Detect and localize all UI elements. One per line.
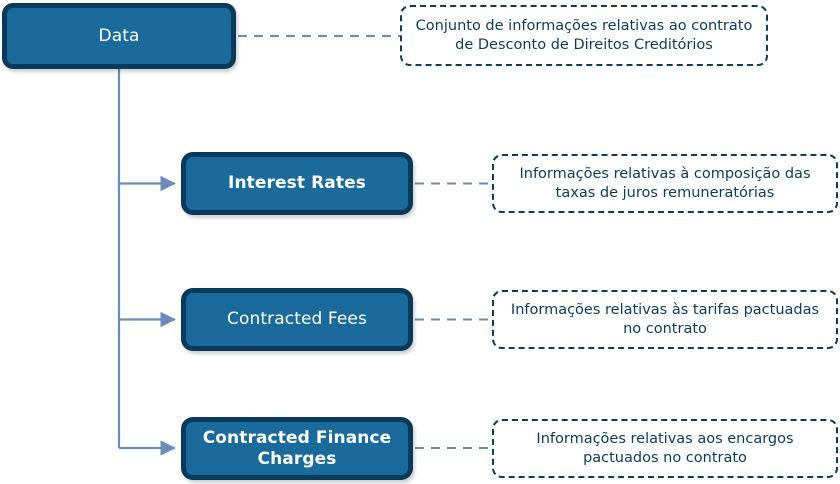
note-interest-rates: Informações relativas à composição das t… <box>492 154 838 213</box>
note-contracted-finance-charges: Informações relativas aos encargos pactu… <box>492 419 838 478</box>
node-interest-rates-label: Interest Rates <box>228 173 366 194</box>
note-interest-rates-text: Informações relativas à composição das t… <box>519 165 811 201</box>
note-data: Conjunto de informações relativas ao con… <box>400 5 768 66</box>
node-contracted-finance-charges[interactable]: Contracted Finance Charges <box>181 417 413 480</box>
note-contracted-finance-charges-text: Informações relativas aos encargos pactu… <box>536 430 794 466</box>
note-contracted-fees-text: Informações relativas às tarifas pactuad… <box>510 301 820 337</box>
note-contracted-fees: Informações relativas às tarifas pactuad… <box>492 290 838 349</box>
note-data-text: Conjunto de informações relativas ao con… <box>415 17 753 53</box>
node-contracted-fees[interactable]: Contracted Fees <box>181 288 413 351</box>
node-contracted-finance-charges-label: Contracted Finance Charges <box>202 428 392 469</box>
node-interest-rates[interactable]: Interest Rates <box>181 152 413 215</box>
node-data-label: Data <box>98 25 140 46</box>
node-data[interactable]: Data <box>2 3 236 69</box>
node-contracted-fees-label: Contracted Fees <box>227 309 367 330</box>
